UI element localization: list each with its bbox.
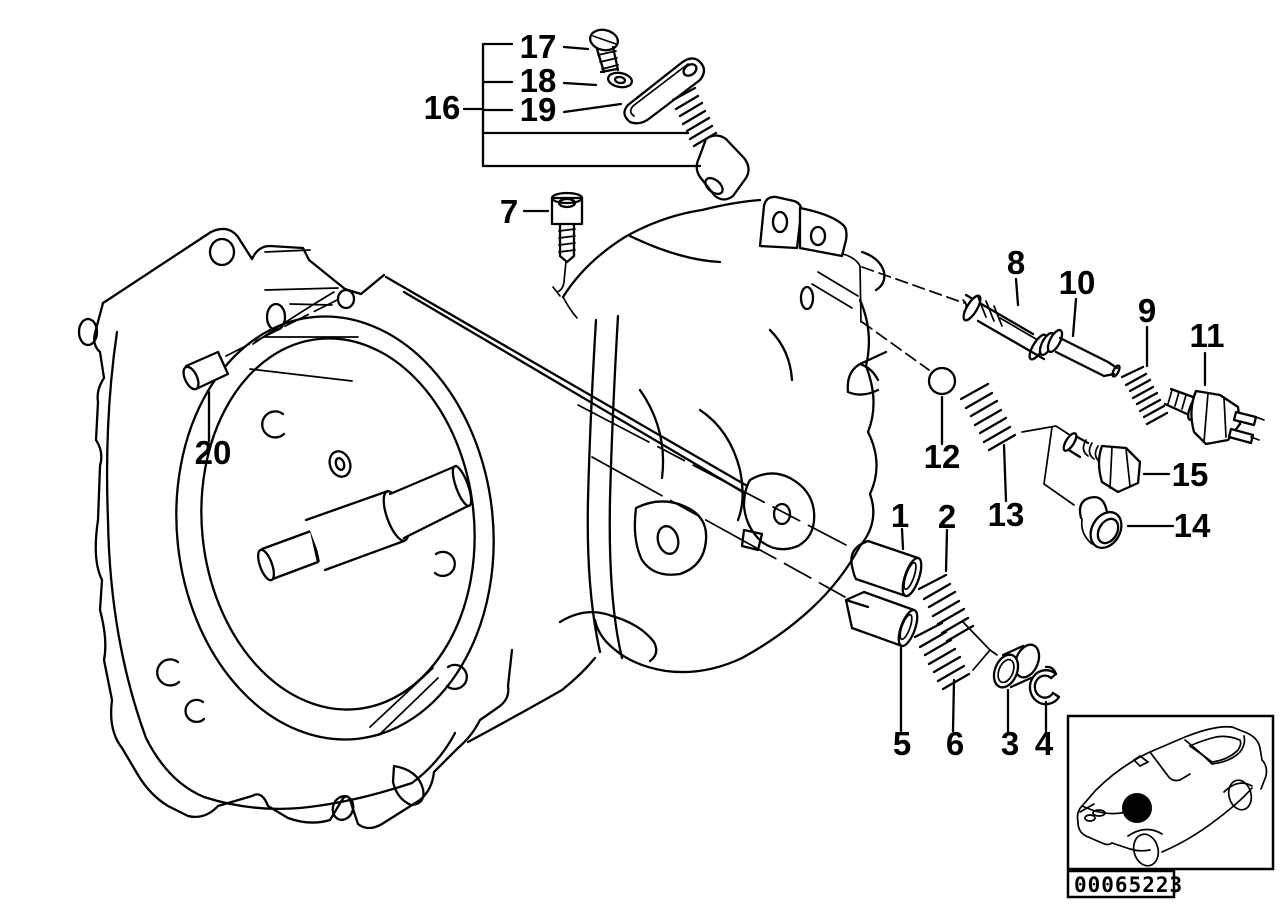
pressure-piece-16 <box>695 134 750 201</box>
ball-12 <box>927 366 957 396</box>
spring-2 <box>917 573 975 643</box>
callout-19[interactable]: 19 <box>520 91 557 128</box>
assembly-axis-lines <box>225 266 1077 671</box>
callout-8[interactable]: 8 <box>1007 244 1025 281</box>
callout-11[interactable]: 11 <box>1190 317 1225 354</box>
callout-17[interactable]: 17 <box>520 28 557 65</box>
parts-1-to-6-group <box>844 539 1061 706</box>
image-number-plate <box>1066 869 1176 899</box>
car-silhouette <box>1076 725 1268 867</box>
callout-16[interactable]: 16 <box>424 89 461 126</box>
callout-18[interactable]: 18 <box>520 62 557 99</box>
parts-8-10-9-11-group <box>962 293 1265 446</box>
callout-4[interactable]: 4 <box>1035 725 1054 762</box>
part-16-assembly <box>588 28 750 201</box>
spring-6 <box>913 621 971 691</box>
callout-5[interactable]: 5 <box>893 725 911 762</box>
callout-12[interactable]: 12 <box>924 438 961 475</box>
callout-15[interactable]: 15 <box>1172 456 1209 493</box>
callout-numbers: 1 2 3 4 5 6 7 8 9 10 11 12 13 14 15 16 1… <box>195 28 1225 762</box>
callout-6[interactable]: 6 <box>946 725 964 762</box>
part-20-pin <box>182 350 230 391</box>
circlip-4 <box>1028 669 1061 706</box>
plug-15-hex <box>1097 444 1142 494</box>
detent-spring-16 <box>671 86 718 148</box>
callout-2[interactable]: 2 <box>938 498 956 535</box>
parts-12-13-15-14-group <box>927 366 1142 550</box>
cap-14-knob <box>1078 495 1110 520</box>
callout-13[interactable]: 13 <box>988 496 1025 533</box>
callout-14[interactable]: 14 <box>1174 507 1211 544</box>
leader-lines <box>207 42 1207 733</box>
callout-10[interactable]: 10 <box>1059 264 1096 301</box>
image-number: 00065223 <box>1074 873 1183 897</box>
callout-3[interactable]: 3 <box>1001 725 1019 762</box>
callout-7[interactable]: 7 <box>500 193 518 230</box>
part-7-socket-bolt <box>550 191 584 297</box>
gearbox-housing-drawing <box>77 195 888 830</box>
callout-20[interactable]: 20 <box>195 434 232 471</box>
location-dot <box>1122 793 1152 823</box>
callout-1[interactable]: 1 <box>891 497 909 534</box>
spring-13 <box>959 382 1017 452</box>
vehicle-thumbnail[interactable]: 00065223 <box>1066 714 1275 899</box>
spring-9 <box>1120 365 1169 426</box>
callout-9[interactable]: 9 <box>1138 292 1156 329</box>
